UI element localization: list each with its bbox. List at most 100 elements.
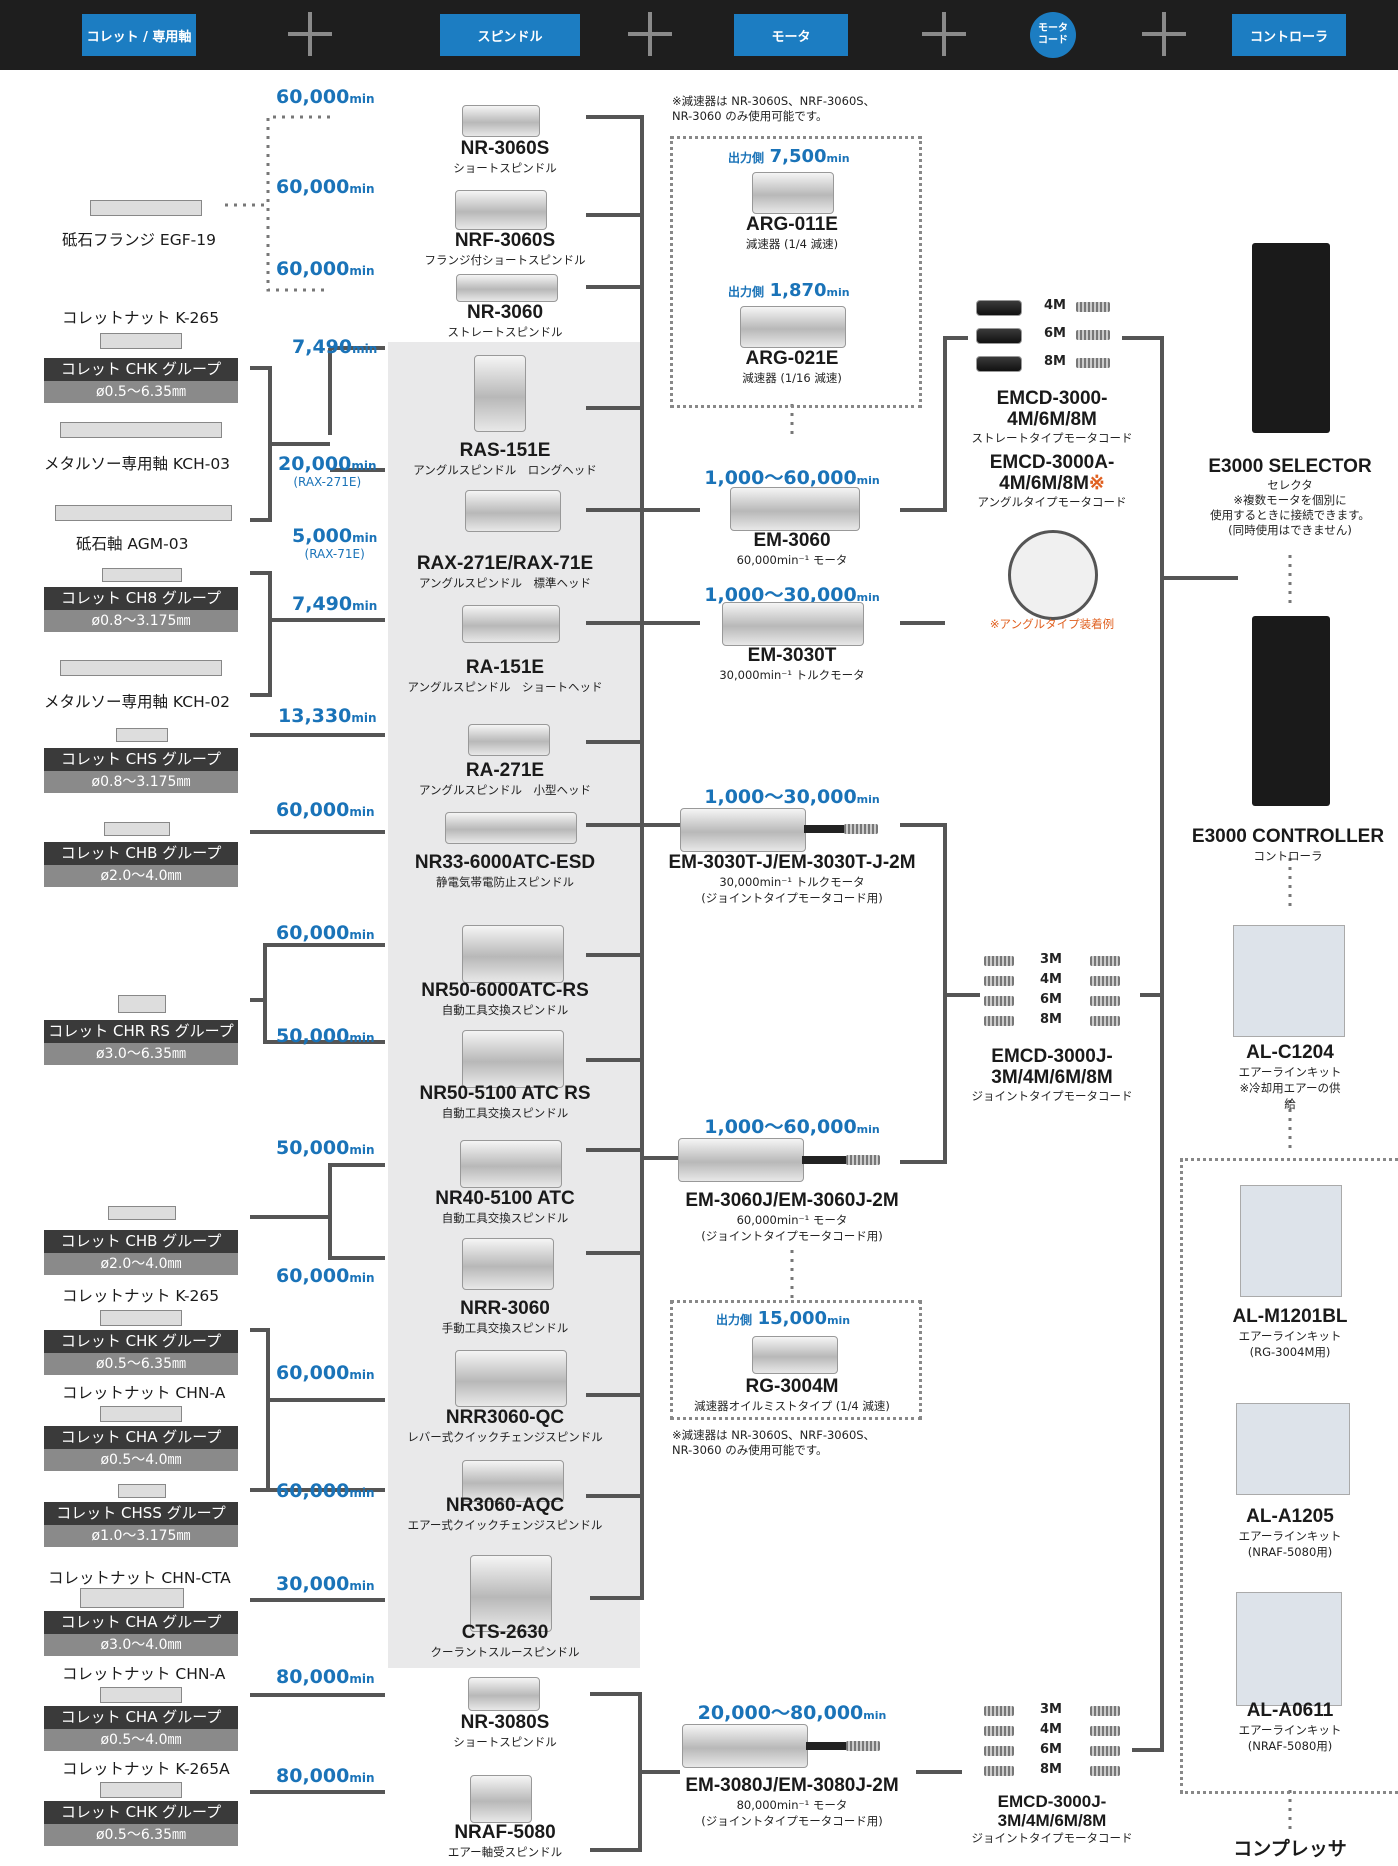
- spindle-image: [468, 724, 550, 756]
- cord-length: 4M: [1044, 298, 1066, 313]
- speed-label: 7,490min: [292, 593, 378, 615]
- motor-cable: [806, 1742, 846, 1750]
- air-kit-image: [1240, 1185, 1342, 1297]
- collet-chr-range: ø3.0～6.35㎜: [44, 1043, 238, 1065]
- collet-chr-group: コレット CHR RS グループ: [44, 1020, 238, 1043]
- collet-chb-group: コレット CHB グループ: [44, 842, 238, 865]
- cord-plug: [976, 300, 1022, 316]
- motor-image: [682, 1724, 808, 1768]
- spindle-image: [465, 490, 561, 532]
- connector-plug: [984, 996, 1014, 1006]
- cord-length: 3M: [1040, 1702, 1062, 1717]
- air-kit-box: [1180, 1158, 1398, 1794]
- connector-plug: [846, 1741, 880, 1751]
- connector-plug: [984, 1726, 1014, 1736]
- cord-length: 8M: [1040, 1012, 1062, 1027]
- cord-plug: [976, 328, 1022, 344]
- cord-length: 6M: [1040, 992, 1062, 1007]
- collet-icon: [108, 1206, 176, 1220]
- collet-ch8-group: コレット CH8 グループ: [44, 587, 238, 610]
- arg011-speed: 出力側 7,500min: [728, 146, 850, 167]
- connector-plug: [984, 1016, 1014, 1026]
- em3080j-speed: 20,000～80,000min: [697, 1702, 887, 1724]
- plus-icon: [922, 12, 966, 56]
- air-kit-image: [1236, 1592, 1342, 1706]
- speed-label: 50,000min: [276, 1025, 375, 1047]
- collet-chk2-range: ø0.5～6.35㎜: [44, 1353, 238, 1375]
- reducer-note: ※減速器は NR-3060S、NRF-3060S、 NR-3060 のみ使用可能…: [672, 94, 876, 123]
- connector-plug: [1090, 1726, 1120, 1736]
- connector-plug: [1090, 1766, 1120, 1776]
- collet-egf19: 砥石フランジ EGF-19: [62, 231, 216, 249]
- spindle-image: [462, 105, 540, 137]
- cord-length: 6M: [1040, 1742, 1062, 1757]
- collet-nut-icon: [100, 1406, 182, 1422]
- motor-image: [680, 808, 806, 852]
- collet-nut-icon: [100, 1687, 182, 1703]
- reducer-note: ※減速器は NR-3060S、NRF-3060S、 NR-3060 のみ使用可能…: [672, 1428, 876, 1457]
- collet-ch8-range: ø0.8～3.175㎜: [44, 610, 238, 632]
- speed-label: 30,000min: [276, 1573, 375, 1595]
- spindle-image: [445, 812, 577, 844]
- plus-icon: [1142, 12, 1186, 56]
- motor-category: モータ: [734, 14, 848, 56]
- collet-chb2-range: ø2.0～4.0㎜: [44, 1253, 238, 1275]
- metal-saw-shaft-icon: [60, 660, 222, 676]
- speed-label: 80,000min: [276, 1765, 375, 1787]
- collet-nut-k265a: コレットナット K-265A: [62, 1760, 230, 1778]
- connector-plug: [984, 976, 1014, 986]
- collet-nut-k265: コレットナット K-265: [62, 1287, 220, 1305]
- motor-image: [730, 487, 860, 531]
- reducer-image: [740, 306, 846, 348]
- speed-label: 60,000min: [276, 799, 375, 821]
- reducer-box: [670, 136, 922, 408]
- connector-plug: [844, 824, 878, 834]
- spindle-image: [462, 1030, 564, 1088]
- spindle-image: [470, 1775, 532, 1823]
- em3060-speed: 1,000～60,000min: [704, 467, 880, 489]
- spindle-category: スピンドル: [440, 14, 580, 56]
- plus-icon: [288, 12, 332, 56]
- spindle-image: [462, 1460, 564, 1502]
- collet-cha-range: ø0.5～4.0㎜: [44, 1449, 238, 1471]
- em3030j-speed: 1,000～30,000min: [704, 786, 880, 808]
- collet-chb2-group: コレット CHB グループ: [44, 1230, 238, 1253]
- collet-chk2-group: コレット CHK グループ: [44, 1330, 238, 1353]
- connector-plug: [1090, 1016, 1120, 1026]
- collet-kch03: メタルソー専用軸 KCH-03: [44, 455, 231, 473]
- air-kit-image: [1236, 1403, 1350, 1495]
- collet-chss-range: ø1.0～3.175㎜: [44, 1525, 238, 1547]
- controller-category: コントローラ: [1232, 14, 1346, 56]
- cord-length: 6M: [1044, 326, 1066, 341]
- speed-label: 60,000min: [276, 258, 375, 280]
- spindle-image: [460, 1140, 562, 1188]
- reducer-image: [752, 1336, 838, 1374]
- selector-image: [1252, 243, 1330, 433]
- collet-chss-group: コレット CHSS グループ: [44, 1502, 238, 1525]
- speed-label: 50,000min: [276, 1137, 375, 1159]
- collet-icon: [104, 822, 170, 836]
- collet-cha2-group: コレット CHA グループ: [44, 1611, 238, 1634]
- reducer-box: [670, 1300, 922, 1420]
- angle-cord-note: ※アングルタイプ装着例: [989, 617, 1115, 631]
- arg021-speed: 出力側 1,870min: [728, 280, 850, 301]
- metal-saw-shaft-icon: [60, 422, 222, 438]
